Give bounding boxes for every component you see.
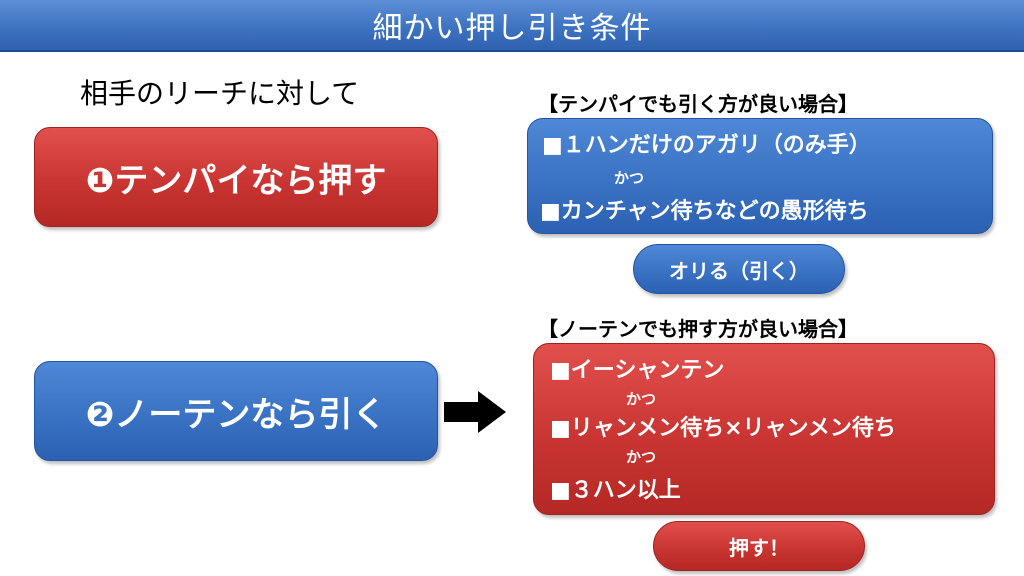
push-connector-2: かつ (626, 448, 657, 466)
fold-condition-2: ■カンチャン待ちなどの愚形待ち (540, 199, 869, 224)
push-section-header: 【ノーテンでも押す方が良い場合】 (538, 317, 858, 341)
push-result-badge: 押す！ (653, 521, 865, 571)
push-condition-1: ■イーシャンテン (550, 358, 725, 383)
fold-section-header: 【テンパイでも引く方が良い場合】 (538, 92, 858, 116)
push-connector-1: かつ (626, 390, 657, 408)
fold-condition-1: ■１ハンだけのアガリ（のみ手） (542, 133, 871, 158)
fold-if-noten-box: ❷ノーテンなら引く (34, 361, 438, 461)
push-if-tenpai-box: ❶テンパイなら押す (34, 127, 438, 227)
subtitle: 相手のリーチに対して (80, 77, 360, 110)
right-arrow-icon (444, 391, 506, 433)
page-title: 細かい押し引き条件 (0, 0, 1024, 52)
fold-result-badge: オリる（引く） (633, 244, 845, 294)
fold-connector: かつ (614, 169, 645, 187)
push-condition-3: ■３ハン以上 (550, 478, 681, 503)
push-conditions-box: ■イーシャンテン かつ ■リャンメン待ち×リャンメン待ち かつ ■３ハン以上 (533, 343, 995, 515)
fold-conditions-box: ■１ハンだけのアガリ（のみ手） かつ ■カンチャン待ちなどの愚形待ち (527, 118, 993, 234)
push-condition-2: ■リャンメン待ち×リャンメン待ち (550, 416, 896, 441)
